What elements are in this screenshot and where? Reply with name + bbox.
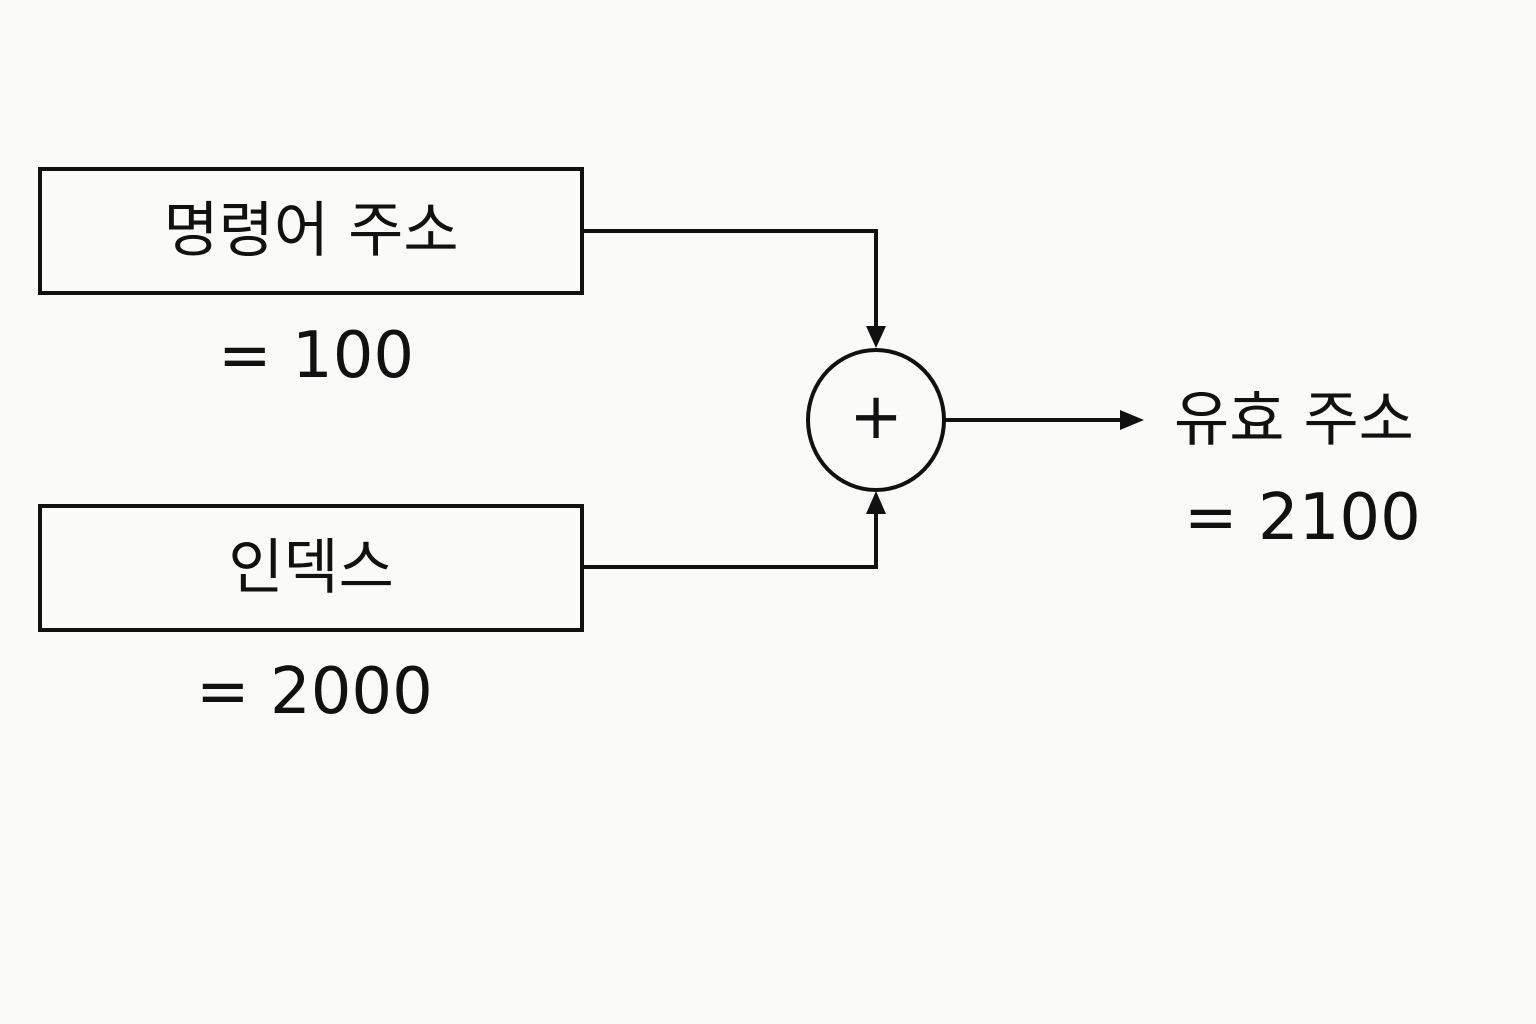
index-to-adder-line <box>582 504 878 569</box>
instruction-address-box: 명령어 주소 <box>38 167 584 295</box>
plus-icon: + <box>849 380 903 454</box>
effective-address-label: 유효 주소 <box>1174 385 1414 455</box>
instruction-address-value: = 100 <box>218 319 415 393</box>
adder-circle: + <box>806 348 946 492</box>
effective-address-value: = 2100 <box>1184 481 1421 555</box>
result-arrowhead <box>1120 410 1144 430</box>
instruction-address-label: 명령어 주소 <box>163 196 459 266</box>
index-arrowhead <box>866 491 886 514</box>
index-label: 인덱스 <box>228 533 394 603</box>
index-box: 인덱스 <box>38 504 584 632</box>
instruction-to-adder-line <box>582 229 878 336</box>
instruction-arrowhead <box>866 326 886 348</box>
index-value: = 2000 <box>196 655 433 729</box>
